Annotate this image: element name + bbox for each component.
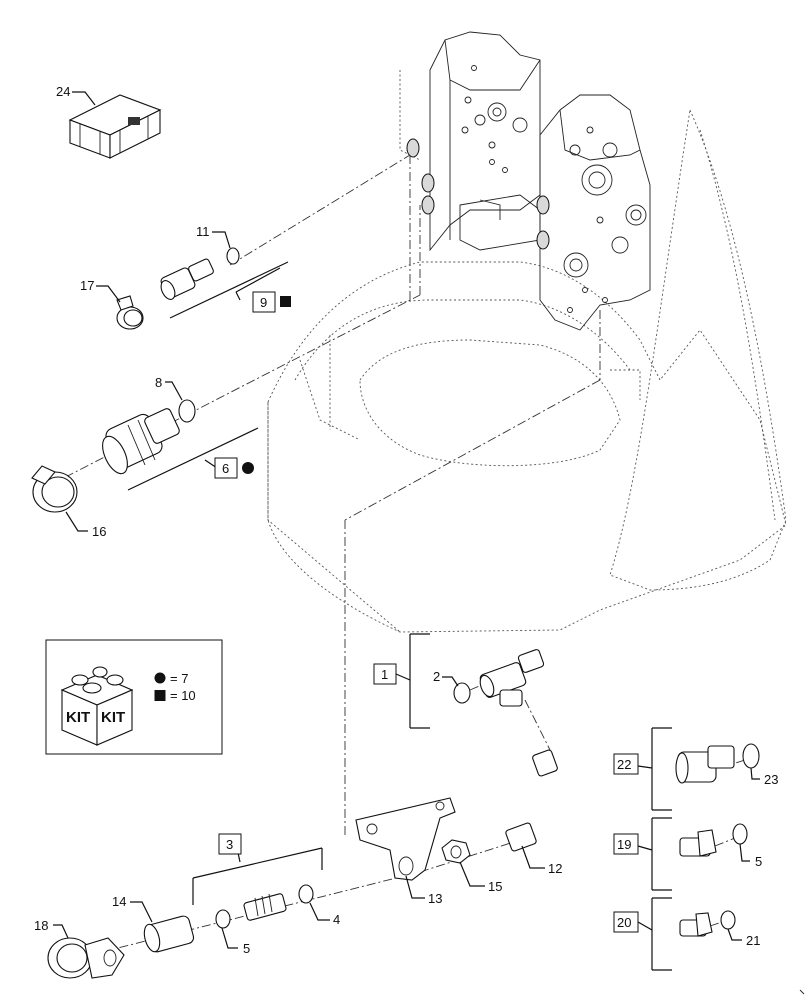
o-ring-part-5-lower: [215, 909, 231, 929]
callout-11: 11: [196, 224, 210, 239]
o-ring-part-21: [720, 910, 736, 930]
coupler-part-9: [160, 258, 214, 300]
callout-4: 4: [333, 912, 340, 927]
callout-21: 21: [746, 933, 760, 948]
legend-circle-label: = 7: [170, 671, 188, 686]
o-ring-part-2: [453, 682, 471, 704]
coupler-part-22: [675, 745, 735, 784]
sleeve-part-14: [143, 915, 195, 953]
callout-20: 20: [617, 915, 631, 930]
callout-24: 24: [56, 84, 70, 99]
kit-legend: KIT KIT = 7 = 10: [45, 639, 223, 755]
callout-3: 3: [226, 837, 233, 852]
ghost-machine-housing: [267, 70, 787, 633]
callout-8: 8: [155, 375, 162, 390]
callout-12: 12: [548, 861, 562, 876]
callout-2: 2: [433, 669, 440, 684]
adapter-part-20: [679, 912, 713, 937]
assembly-axes: [49, 154, 746, 961]
callout-19: 19: [617, 837, 631, 852]
adapter-part-3: [243, 893, 287, 921]
callout-1: 1: [381, 667, 388, 682]
callout-22: 22: [617, 757, 631, 772]
o-ring-part-23: [742, 743, 760, 769]
boxed-callouts: 9 6 3 1 22 19 20: [214, 291, 639, 933]
callout-23: 23: [764, 772, 778, 787]
bracket-part-13: [355, 797, 456, 881]
callout-17: 17: [80, 278, 94, 293]
callout-16: 16: [92, 524, 106, 539]
callout-leaders: [53, 91, 760, 949]
legend-square-symbol: [154, 690, 166, 701]
corner-mark: [799, 989, 805, 995]
legend-circle-symbol: [154, 672, 166, 684]
valve-block-right: [536, 94, 651, 331]
valve-block-left: [406, 31, 541, 252]
callout-14: 14: [112, 894, 126, 909]
dust-cap-part-16: [31, 465, 78, 513]
circle-symbol: [242, 462, 254, 474]
adapter-part-19: [679, 829, 717, 857]
dust-cap-part-17: [116, 295, 144, 330]
square-symbol: [280, 296, 291, 307]
callout-18: 18: [34, 918, 48, 933]
o-ring-part-4: [298, 884, 314, 904]
o-ring-part-5-right: [732, 823, 748, 845]
callout-13: 13: [428, 891, 442, 906]
nut-part-15: [441, 839, 471, 864]
dust-cap-part-18: [47, 937, 125, 979]
callout-15: 15: [488, 879, 502, 894]
callout-labels: 24 11 17 8 16 2 12 13 15 18 14 5 4 23 5 …: [34, 84, 778, 956]
group-brackets: [127, 261, 672, 971]
coupler-part-6: [102, 408, 180, 475]
o-ring-part-8: [178, 399, 196, 423]
callout-5-right: 5: [755, 854, 762, 869]
tube-part-12: [505, 749, 558, 852]
callout-6: 6: [222, 461, 229, 476]
legend-square-label: = 10: [170, 688, 196, 703]
kit-label-right: KIT: [101, 709, 125, 726]
o-ring-part-11: [226, 247, 240, 265]
shipping-crate-part-24: [68, 94, 162, 159]
tee-fitting-part-1: [479, 649, 545, 707]
kit-label-left: KIT: [66, 709, 90, 726]
callout-9: 9: [260, 295, 267, 310]
callout-5-lower: 5: [243, 941, 250, 956]
